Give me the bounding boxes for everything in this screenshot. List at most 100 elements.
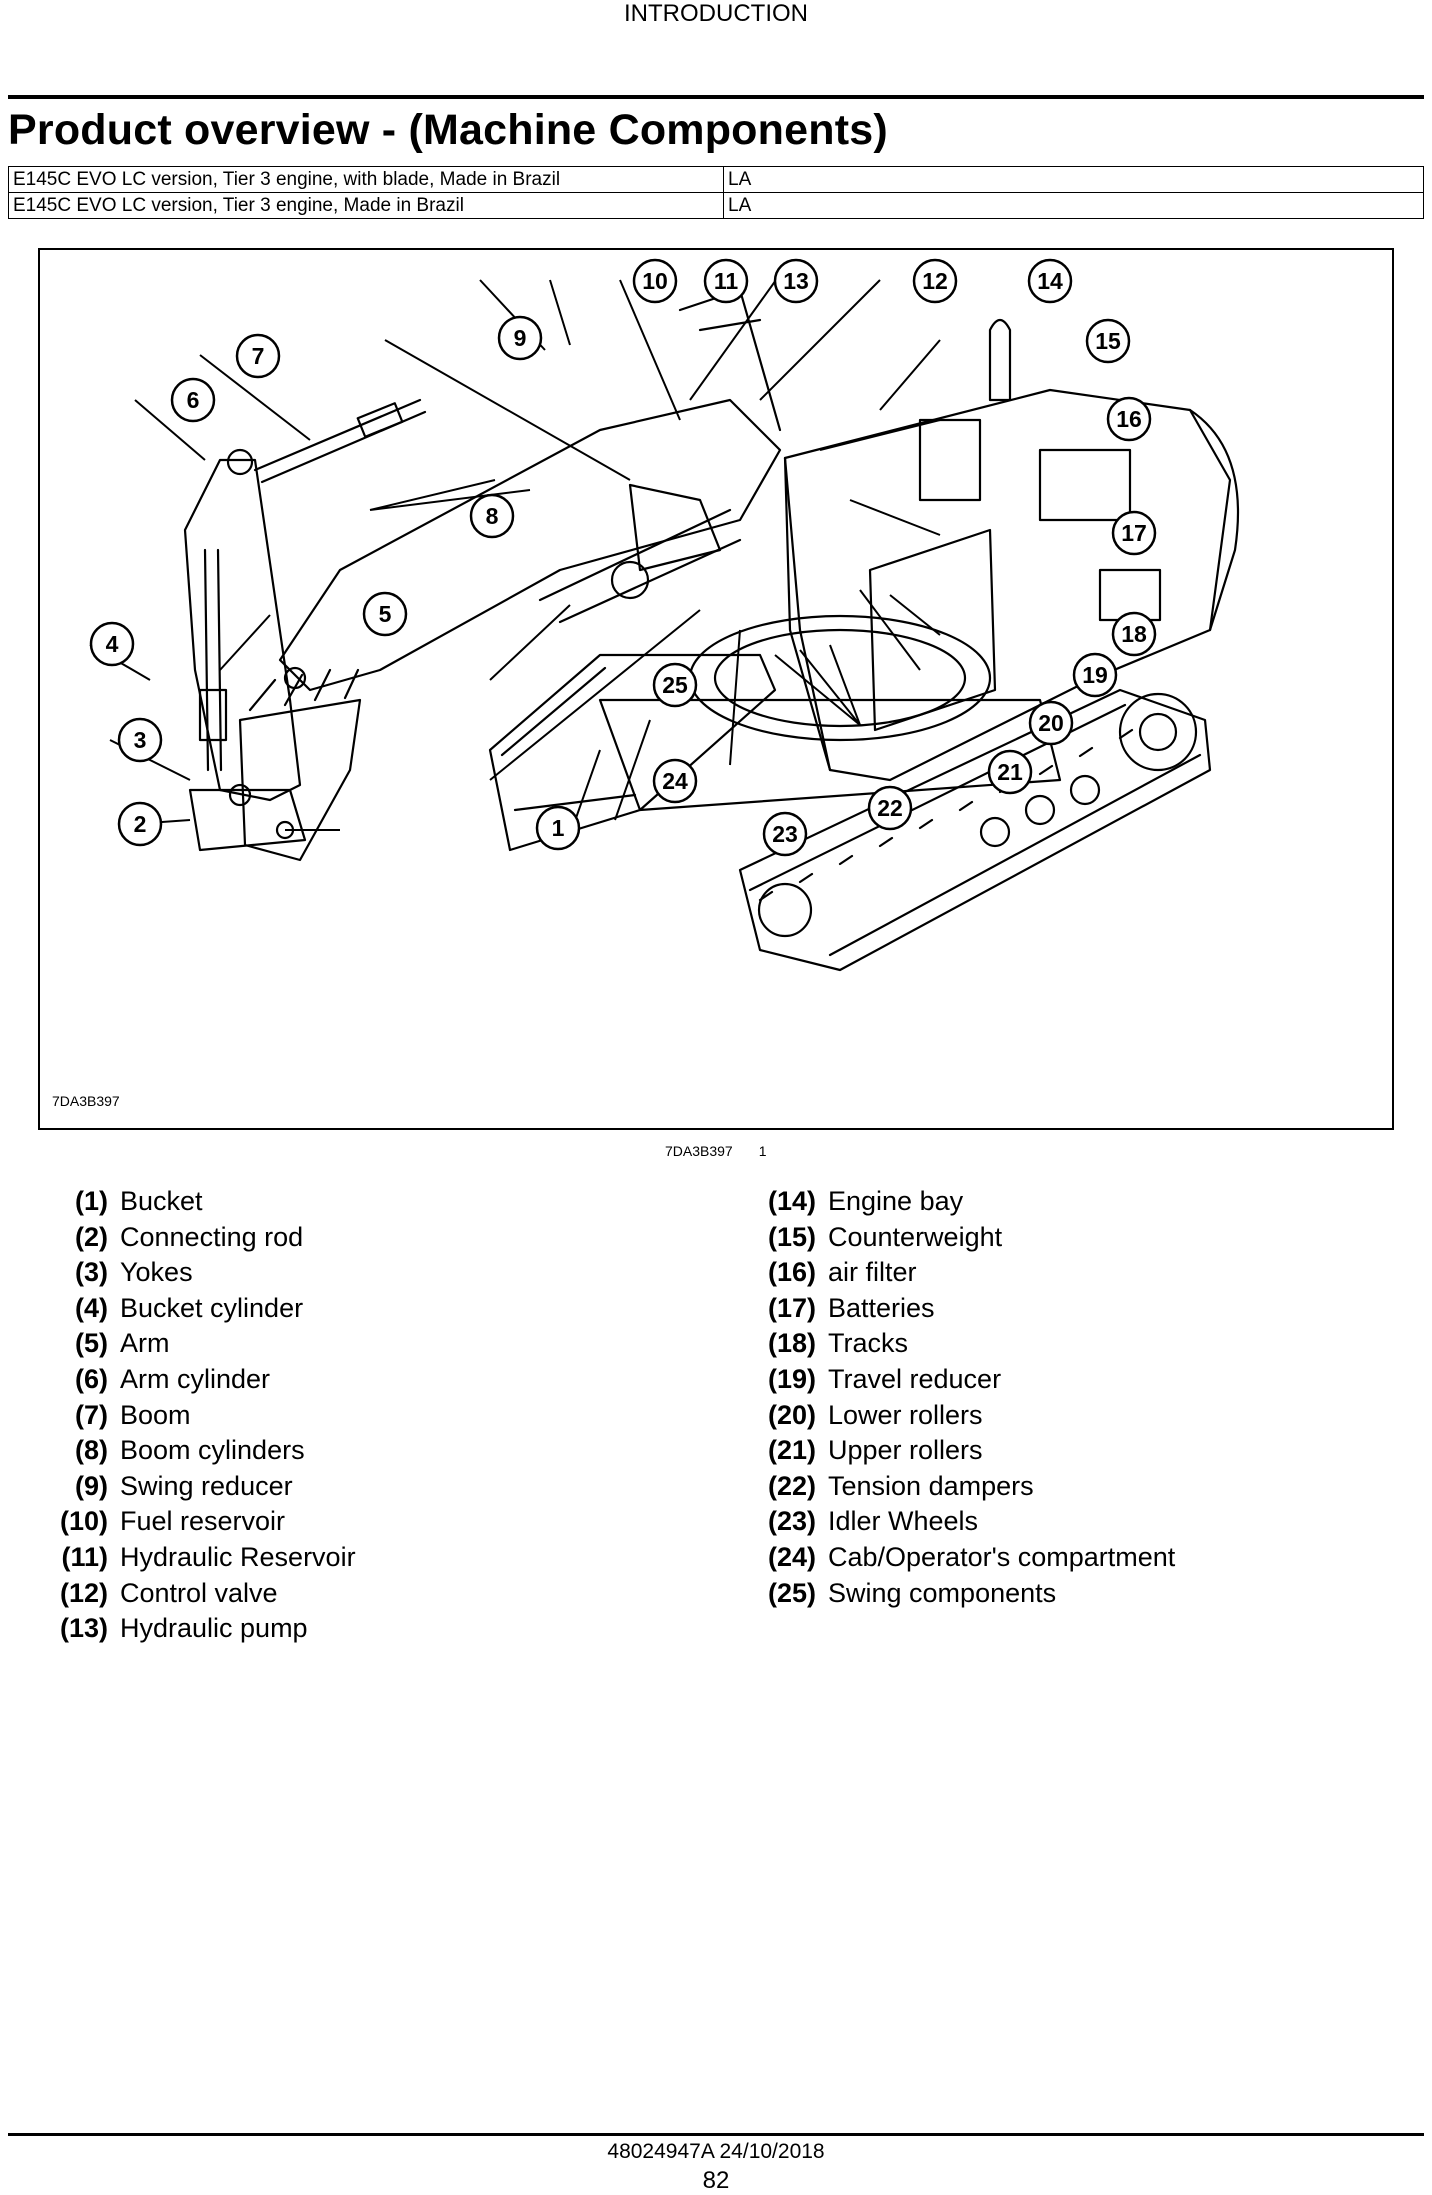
callout-bubble: 13 (773, 258, 819, 304)
excavator-drawing (183, 288, 1240, 972)
legend-label: Hydraulic pump (120, 1613, 308, 1644)
market-code: LA (723, 192, 1424, 219)
callout-bubble: 9 (497, 315, 543, 361)
track-right (738, 688, 1212, 972)
model-description: E145C EVO LC version, Tier 3 engine, Mad… (8, 192, 724, 219)
legend-item: (9) Swing reducer (28, 1471, 293, 1502)
callout-number: 25 (662, 672, 688, 698)
legend-label: Travel reducer (828, 1364, 1002, 1394)
legend-number: (20) (767, 1399, 816, 1430)
legend-number: (21) (767, 1435, 816, 1466)
callout-bubble: 15 (1085, 318, 1131, 364)
legend-number: (15) (767, 1221, 816, 1252)
legend-item: (17) Batteries (736, 1293, 935, 1324)
page-number: 82 (702, 2167, 730, 2194)
legend-label: Arm (120, 1328, 170, 1359)
legend-number: (11) (61, 1542, 108, 1572)
callout-number: 6 (187, 387, 200, 413)
callout-number: 5 (379, 601, 392, 627)
legend-number: (9) (75, 1470, 108, 1501)
callout-bubble: 12 (912, 258, 958, 304)
callout-number: 18 (1121, 621, 1147, 647)
legend-number: (14) (767, 1186, 816, 1216)
callout-bubble: 16 (1106, 396, 1152, 442)
legend-label: Swing components (828, 1577, 1057, 1608)
callout-bubble: 17 (1111, 510, 1157, 556)
legend-number: (1) (75, 1186, 108, 1216)
callout-bubble: 22 (867, 785, 913, 831)
bucket-drawing (238, 698, 362, 862)
legend-item: (1)Bucket (28, 1186, 203, 1217)
legend-item: (23) Idler Wheels (736, 1506, 978, 1537)
callout-bubble: 4 (89, 621, 135, 667)
legend-number: (6) (75, 1364, 108, 1394)
legend-item: (10)Fuel reservoir (28, 1506, 285, 1537)
cab-window-drawing (868, 528, 997, 732)
legend-label: Cab/Operator's compartment (828, 1542, 1176, 1572)
legend-label: Batteries (828, 1292, 935, 1323)
callout-bubble: 14 (1027, 258, 1073, 304)
callout-bubble: 7 (235, 333, 281, 379)
callout-bubble: 6 (170, 377, 216, 423)
callout-number: 3 (134, 727, 147, 753)
boom-drawing (278, 398, 782, 692)
callout-bubble: 20 (1028, 700, 1074, 746)
callout-bubble: 11 (703, 258, 749, 304)
legend-item: (3)Yokes (28, 1257, 193, 1288)
footer-rule (8, 2133, 1424, 2136)
figure-inner-code: 7DA3B397 (52, 1093, 120, 1109)
legend-number: (19) (767, 1364, 816, 1394)
legend-number: (8) (75, 1435, 108, 1466)
legend-label: Control valve (120, 1577, 278, 1608)
legend-item: (4) Bucket cylinder (28, 1293, 303, 1324)
legend-label: Connecting rod (120, 1221, 304, 1252)
callout-number: 7 (252, 343, 265, 369)
travel-reducer-drawing (1118, 692, 1198, 772)
legend-item: (16)air filter (736, 1257, 917, 1288)
legend-label: air filter (828, 1257, 917, 1288)
legend-label: Bucket cylinder (120, 1292, 304, 1323)
legend-item: (13) Hydraulic pump (28, 1613, 308, 1644)
legend-number: (23) (767, 1506, 816, 1537)
legend-label: Tracks (828, 1328, 908, 1359)
legend-item: (14)Engine bay (736, 1186, 963, 1217)
legend-number: (24) (767, 1542, 816, 1572)
callout-bubble: 3 (117, 717, 163, 763)
page-title: Product overview - (Machine Components) (8, 106, 888, 154)
callout-bubble: 25 (652, 662, 698, 708)
legend-item: (25)Swing components (736, 1578, 1056, 1609)
bucket-cylinder-drawing (203, 548, 223, 772)
legend-label: Boom (120, 1399, 191, 1430)
legend-item: (5)Arm (28, 1328, 170, 1359)
callout-number: 9 (514, 325, 527, 351)
legend-label: Arm cylinder (120, 1364, 271, 1394)
legend-number: (2) (75, 1221, 108, 1252)
callout-bubble: 24 (652, 758, 698, 804)
legend-number: (17) (767, 1292, 816, 1323)
track-left (488, 653, 777, 852)
callout-bubble: 8 (469, 493, 515, 539)
figure-caption-number: 1 (758, 1143, 767, 1159)
callout-number: 8 (486, 503, 499, 529)
legend-label: Tension dampers (828, 1470, 1034, 1501)
legend-number: (13) (59, 1613, 108, 1644)
legend-item: (8)Boom cylinders (28, 1435, 305, 1466)
legend-label: Counterweight (828, 1221, 1003, 1252)
legend-number: (12) (59, 1577, 108, 1608)
callout-number: 15 (1095, 328, 1121, 354)
document-reference: 48024947A 24/10/2018 (607, 2140, 825, 2163)
callout-number: 2 (134, 811, 147, 837)
legend-number: (18) (767, 1328, 816, 1359)
callout-number: 17 (1121, 520, 1147, 546)
legend-number: (4) (75, 1292, 108, 1323)
legend-label: Idler Wheels (828, 1506, 979, 1537)
legend-label: Swing reducer (120, 1470, 293, 1501)
upper-structure-drawing (783, 388, 1232, 782)
callout-number: 23 (772, 821, 798, 847)
callout-bubble: 18 (1111, 611, 1157, 657)
callout-number: 1 (552, 815, 565, 841)
legend-item: (6) Arm cylinder (28, 1364, 270, 1395)
